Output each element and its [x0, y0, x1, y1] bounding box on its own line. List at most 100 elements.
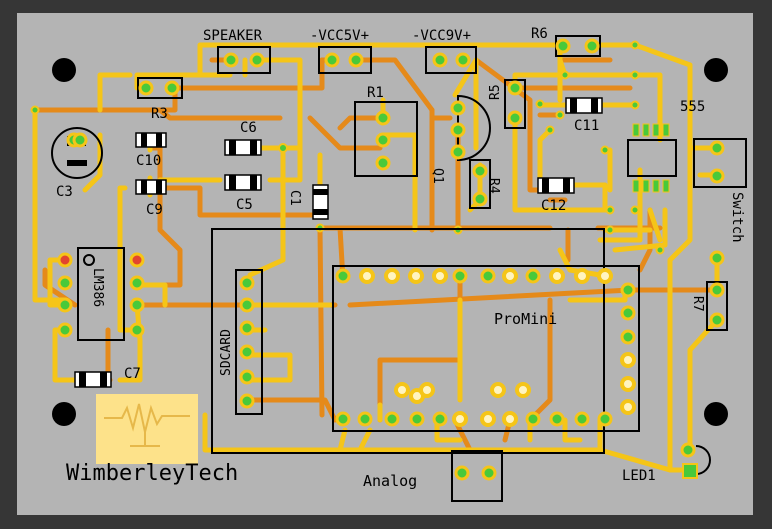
c5-label: C5: [236, 197, 253, 213]
r4-label: R4: [486, 178, 501, 194]
brand-label: WimberleyTech: [66, 461, 238, 486]
pad: [450, 100, 466, 116]
pad: [409, 411, 425, 427]
pad: [525, 268, 541, 284]
c11-label: C11: [574, 118, 599, 134]
empty-pad: [432, 268, 448, 284]
empty-pad: [574, 268, 590, 284]
components: [51, 35, 747, 502]
empty-pad: [515, 382, 531, 398]
empty-pad: [620, 352, 636, 368]
pad: [375, 110, 391, 126]
capacitors: [74, 97, 603, 388]
c1-label: C1: [287, 190, 302, 206]
empty-pad: [359, 268, 375, 284]
empty-pad: [620, 376, 636, 392]
mounting-hole-tr: [704, 58, 728, 82]
pad: [57, 322, 73, 338]
led1-label: LED1: [622, 468, 656, 484]
pad: [455, 52, 471, 68]
pad: [549, 411, 565, 427]
c7-label: C7: [124, 366, 141, 382]
mounting-holes: [52, 58, 728, 426]
pad: [507, 80, 523, 96]
lm386-notch: [83, 254, 95, 266]
empty-pad: [502, 268, 518, 284]
pad: [348, 52, 364, 68]
pad: [138, 80, 154, 96]
c10-capacitor: [135, 132, 167, 148]
pad: [481, 465, 497, 481]
lm386-chip: [77, 247, 125, 341]
q1-label: Q1: [430, 168, 445, 184]
pad: [452, 268, 468, 284]
red-pad: [129, 252, 145, 268]
c6-label: C6: [240, 120, 257, 136]
c6-capacitor: [224, 139, 262, 156]
pad: [432, 411, 448, 427]
empty-pad: [597, 268, 613, 284]
pad: [375, 155, 391, 171]
c9-label: C9: [146, 202, 163, 218]
ic-555: [627, 139, 677, 177]
brand-logo: [96, 394, 198, 464]
c12-label: C12: [541, 198, 566, 214]
pad: [525, 411, 541, 427]
c3-label: C3: [56, 184, 73, 200]
c12-capacitor: [537, 177, 575, 194]
c11-capacitor: [565, 97, 603, 114]
pad: [620, 329, 636, 345]
empty-pad: [394, 382, 410, 398]
pad: [709, 140, 725, 156]
pad: [709, 282, 725, 298]
q1-transistor: [457, 94, 491, 162]
pads: [57, 38, 725, 481]
pad: [164, 80, 180, 96]
pad: [620, 282, 636, 298]
pad: [709, 168, 725, 184]
vcc5-header: [318, 46, 372, 74]
pad: [384, 411, 400, 427]
pad: [239, 393, 255, 409]
analog-header: [451, 450, 503, 502]
speaker-header: [217, 46, 271, 74]
vcc9-label: -VCC9V+: [412, 28, 471, 44]
empty-pad: [419, 382, 435, 398]
pad: [357, 411, 373, 427]
mounting-hole-br: [704, 402, 728, 426]
pad: [450, 122, 466, 138]
pad: [239, 275, 255, 291]
switch-body: [693, 138, 747, 188]
pad: [57, 297, 73, 313]
pad: [454, 465, 470, 481]
pad: [239, 297, 255, 313]
pad: [375, 132, 391, 148]
switch-label: Switch: [729, 192, 745, 243]
mounting-hole-tl: [52, 58, 76, 82]
r7-resistor: [706, 281, 728, 331]
c10-label: C10: [136, 153, 161, 169]
pad: [335, 411, 351, 427]
pad: [432, 52, 448, 68]
pad: [480, 268, 496, 284]
r5-label: R5: [488, 84, 503, 100]
pad: [584, 38, 600, 54]
r4-resistor: [469, 159, 491, 209]
pad: [597, 411, 613, 427]
ic555-label: 555: [680, 99, 705, 115]
pad: [709, 250, 725, 266]
lm386-label: LM386: [90, 268, 105, 307]
promini-inner: [332, 265, 640, 432]
c7-capacitor: [74, 371, 112, 388]
pad: [680, 442, 696, 458]
pad: [239, 369, 255, 385]
pad: [129, 322, 145, 338]
empty-pad: [452, 411, 468, 427]
traces-top: [32, 42, 723, 473]
c9-capacitor: [135, 179, 167, 195]
r3-resistor: [137, 77, 183, 99]
empty-pad: [384, 268, 400, 284]
pad: [249, 52, 265, 68]
